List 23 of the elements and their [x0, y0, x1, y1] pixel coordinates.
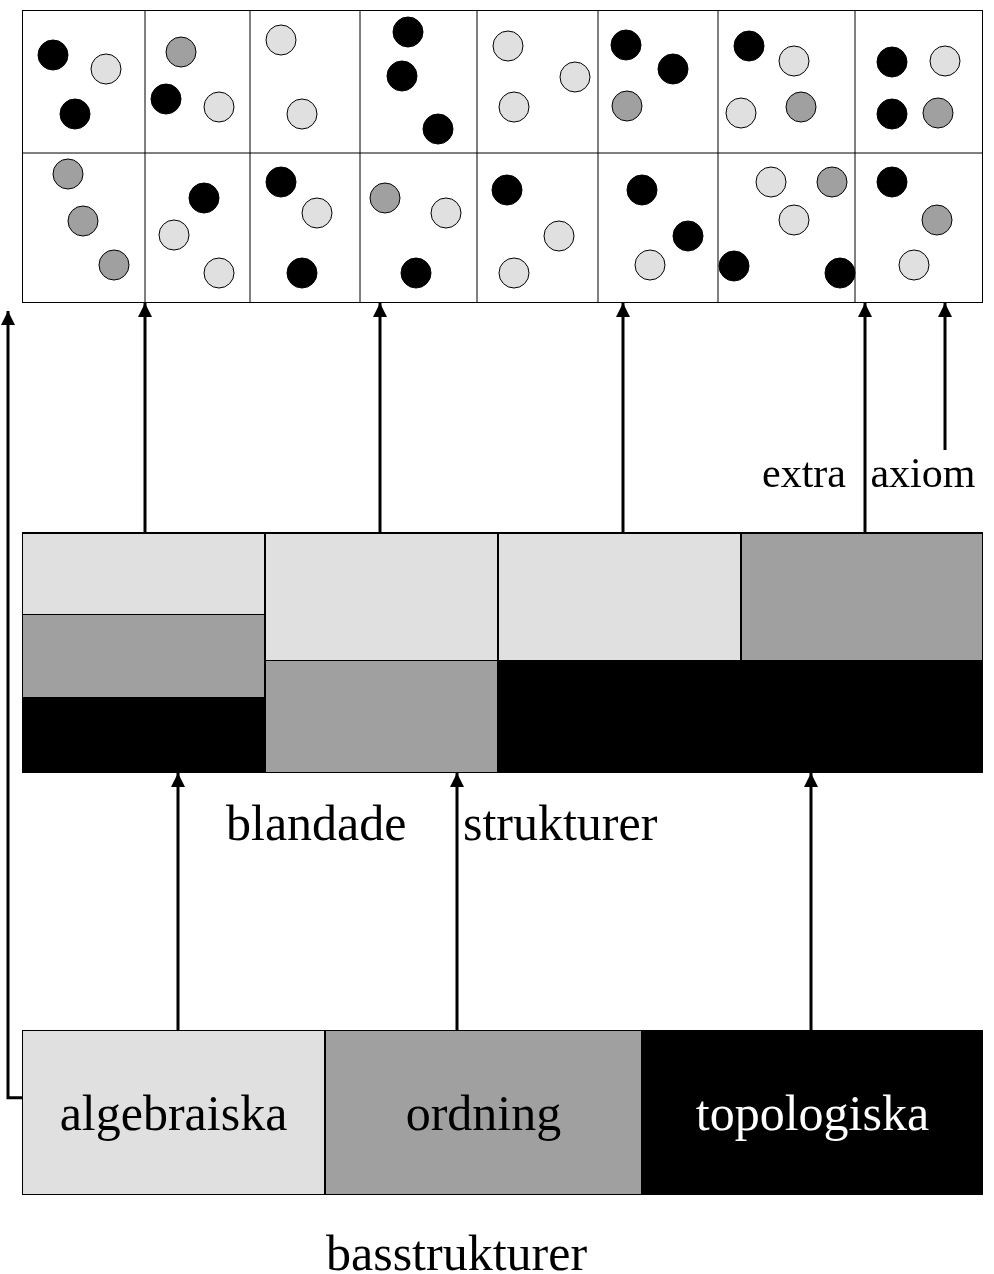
group-caption: blandade strukturer — [226, 798, 658, 848]
arrow — [616, 303, 630, 532]
structure-column — [498, 532, 741, 773]
arrow — [450, 773, 464, 1030]
structure-column — [265, 532, 498, 773]
annotation-text: extra axiom — [762, 450, 977, 496]
block-label: algebraiska — [59, 1083, 288, 1142]
arrow — [804, 773, 818, 1030]
group-caption: basstrukturer — [326, 1228, 588, 1274]
arrow — [138, 303, 152, 532]
arrow — [858, 303, 872, 532]
structure-column — [22, 532, 265, 773]
arrow — [373, 303, 387, 532]
block-label: topologiska — [695, 1083, 930, 1142]
arrow — [1, 311, 22, 1100]
base-structure-block — [22, 1030, 325, 1195]
arrow — [171, 773, 185, 1030]
arrow — [938, 303, 952, 450]
dot-grid-drawing — [22, 10, 983, 303]
base-structure-block — [642, 1030, 983, 1195]
structure-column — [741, 532, 983, 773]
block-label: ordning — [405, 1083, 562, 1142]
base-structure-block — [325, 1030, 642, 1195]
